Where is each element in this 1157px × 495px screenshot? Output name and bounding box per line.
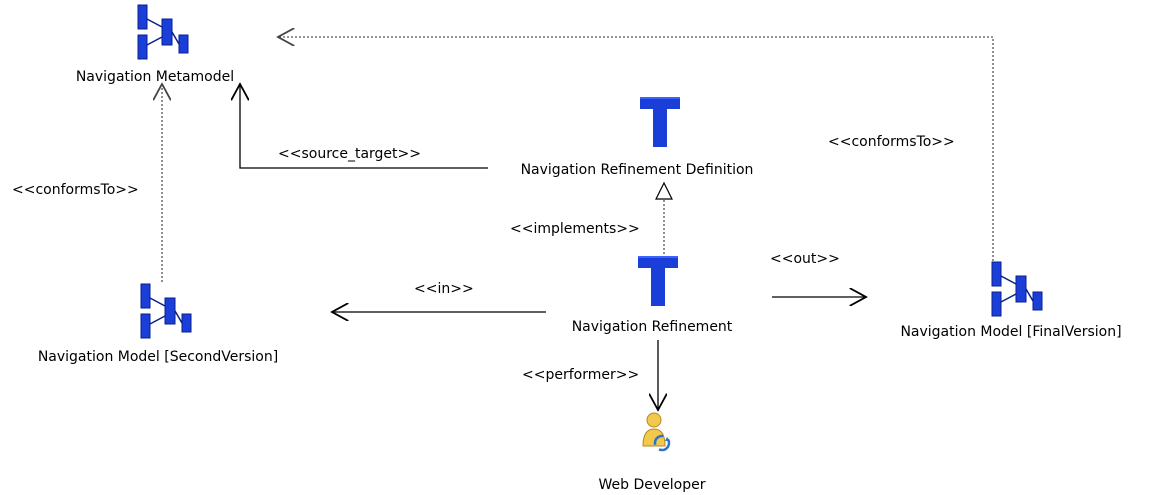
node-label-navigation-refinement-definition: Navigation Refinement Definition: [521, 162, 754, 178]
edge-label-source-target: <<source_target>>: [278, 146, 421, 162]
edge-label-in: <<in>>: [414, 281, 474, 297]
node-navigation-model-second-version[interactable]: Navigation Model [SecondVersion]: [38, 283, 278, 365]
node-navigation-model-final-version[interactable]: Navigation Model [FinalVersion]: [900, 261, 1122, 340]
node-label-web-developer: Web Developer: [599, 477, 706, 493]
node-navigation-refinement-definition[interactable]: Navigation Refinement Definition: [521, 97, 754, 178]
transformation-definition-icon: [640, 97, 680, 147]
transformation-icon: [638, 256, 678, 306]
edge-label-performer: <<performer>>: [522, 367, 639, 383]
edge-label-implements: <<implements>>: [510, 221, 640, 237]
node-label-navigation-model-second: Navigation Model [SecondVersion]: [38, 349, 278, 365]
edge-conforms-to-final[interactable]: [278, 37, 994, 265]
node-web-developer[interactable]: Web Developer: [599, 412, 706, 493]
node-label-navigation-metamodel: Navigation Metamodel: [76, 69, 234, 85]
edge-label-conforms-to-left: <<conformsTo>>: [12, 182, 139, 198]
package-diagram-icon: [137, 4, 189, 60]
node-navigation-metamodel[interactable]: Navigation Metamodel: [76, 4, 234, 85]
role-performer-icon: [642, 412, 671, 452]
node-navigation-refinement[interactable]: Navigation Refinement: [572, 256, 733, 335]
edge-label-conforms-to-right: <<conformsTo>>: [828, 134, 955, 150]
edge-source-target[interactable]: [240, 84, 488, 169]
node-label-navigation-model-final: Navigation Model [FinalVersion]: [900, 324, 1121, 340]
package-diagram-icon: [991, 261, 1043, 317]
edge-label-out: <<out>>: [770, 251, 840, 267]
node-label-navigation-refinement: Navigation Refinement: [572, 319, 733, 335]
package-diagram-icon: [140, 283, 192, 339]
edge-implements[interactable]: [655, 181, 673, 254]
